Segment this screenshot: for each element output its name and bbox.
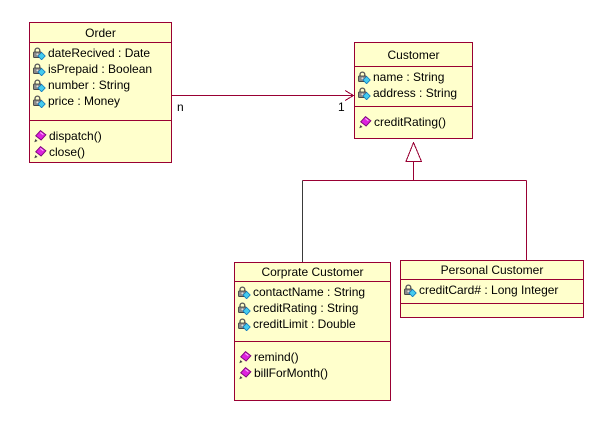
class-customer[interactable]: Customer name : String address : String … — [354, 42, 473, 139]
class-title: Personal Customer — [401, 261, 583, 280]
attribute-row[interactable]: creditCard# : Long Integer — [403, 282, 583, 298]
attribute-icon — [32, 95, 46, 108]
class-title: Order — [30, 23, 171, 43]
attribute-label: price : Money — [48, 94, 121, 108]
attribute-row[interactable]: name : String — [357, 69, 472, 85]
operations-compartment: remind() billForMonth() — [235, 342, 390, 400]
attributes-compartment: contactName : String creditRating : Stri… — [235, 282, 390, 342]
attribute-icon — [32, 47, 46, 60]
generalization-connector[interactable] — [302, 141, 527, 263]
generalization-triangle-icon — [405, 141, 423, 162]
attribute-row[interactable]: price : Money — [32, 93, 171, 109]
operation-row[interactable]: close() — [33, 144, 171, 160]
attribute-row[interactable]: isPrepaid : Boolean — [32, 61, 171, 77]
attribute-icon — [32, 79, 46, 92]
multiplicity-label-1: 1 — [338, 100, 345, 114]
operation-icon — [358, 116, 372, 129]
class-title: Customer — [355, 43, 472, 67]
attribute-row[interactable]: number : String — [32, 77, 171, 93]
attribute-label: contactName : String — [253, 285, 366, 299]
attribute-label: dateRecived : Date — [48, 46, 151, 60]
operation-label: creditRating() — [374, 115, 447, 129]
operation-row[interactable]: creditRating() — [358, 114, 472, 130]
attributes-compartment: name : String address : String — [355, 67, 472, 107]
operation-row[interactable]: remind() — [238, 349, 390, 365]
attribute-label: creditRating : String — [253, 301, 359, 315]
operations-compartment-empty — [401, 304, 583, 317]
attribute-label: address : String — [373, 86, 458, 100]
attribute-label: number : String — [48, 78, 131, 92]
operation-label: close() — [49, 145, 86, 159]
operation-icon — [33, 146, 47, 159]
operation-row[interactable]: billForMonth() — [238, 365, 390, 381]
open-arrowhead-icon — [344, 90, 355, 101]
operation-label: remind() — [254, 350, 299, 364]
operation-label: billForMonth() — [254, 366, 329, 380]
attribute-icon — [357, 87, 371, 100]
operation-row[interactable]: dispatch() — [33, 128, 171, 144]
attribute-icon — [237, 286, 251, 299]
attributes-compartment: dateRecived : Date isPrepaid : Boolean n… — [30, 43, 171, 121]
association-order-customer[interactable] — [172, 90, 355, 101]
attribute-row[interactable]: creditRating : String — [237, 300, 390, 316]
operations-compartment: dispatch() close() — [30, 121, 171, 162]
class-personal-customer[interactable]: Personal Customer creditCard# : Long Int… — [400, 260, 584, 318]
class-title: Corprate Customer — [235, 263, 390, 282]
attributes-compartment: creditCard# : Long Integer — [401, 280, 583, 304]
operation-label: dispatch() — [49, 129, 102, 143]
operation-icon — [238, 351, 252, 364]
attribute-row[interactable]: creditLimit : Double — [237, 316, 390, 332]
operations-compartment: creditRating() — [355, 107, 472, 138]
attribute-label: isPrepaid : Boolean — [48, 62, 153, 76]
attribute-icon — [32, 63, 46, 76]
attribute-row[interactable]: contactName : String — [237, 284, 390, 300]
attribute-label: name : String — [373, 70, 445, 84]
attribute-icon — [237, 318, 251, 331]
operation-icon — [33, 130, 47, 143]
attribute-icon — [237, 302, 251, 315]
attribute-row[interactable]: dateRecived : Date — [32, 45, 171, 61]
attribute-icon — [357, 71, 371, 84]
operation-icon — [238, 367, 252, 380]
multiplicity-label-n: n — [177, 100, 184, 114]
class-corporate-customer[interactable]: Corprate Customer contactName : String c… — [234, 262, 391, 401]
attribute-icon — [403, 284, 417, 297]
attribute-label: creditCard# : Long Integer — [419, 283, 559, 297]
class-order[interactable]: Order dateRecived : Date isPrepaid : Boo… — [29, 22, 172, 163]
attribute-label: creditLimit : Double — [253, 317, 356, 331]
attribute-row[interactable]: address : String — [357, 85, 472, 101]
